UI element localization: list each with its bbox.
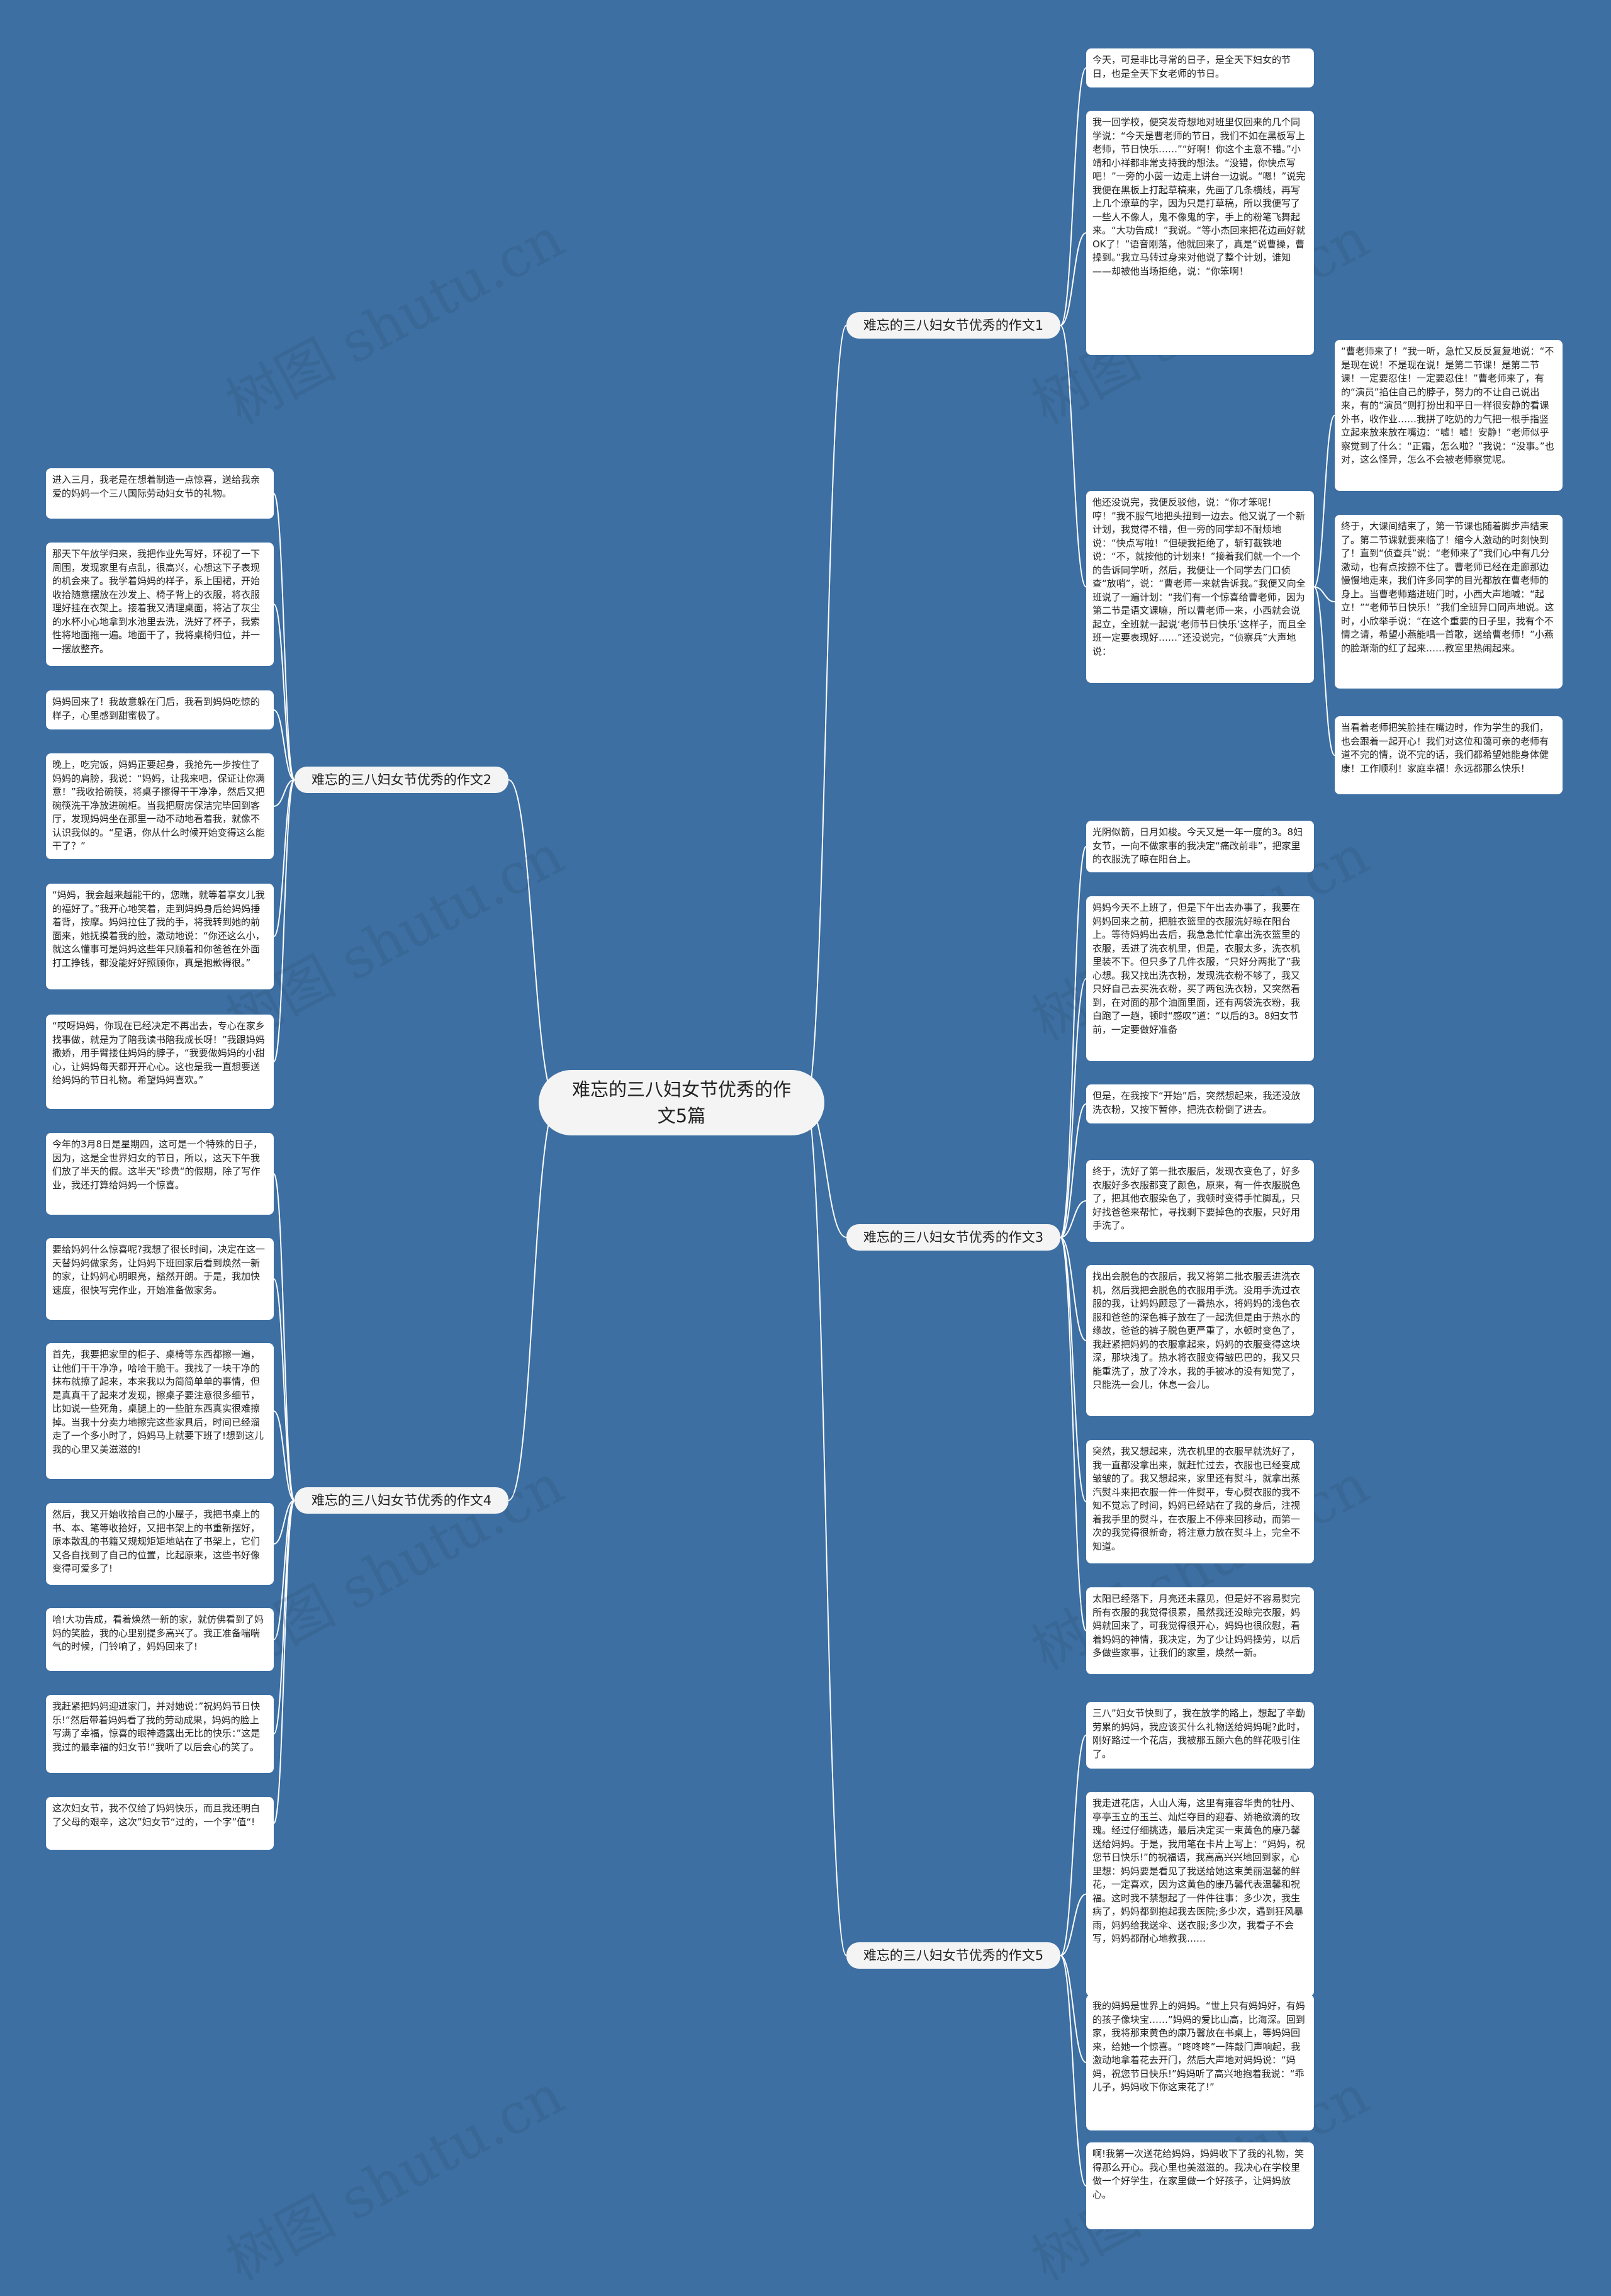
note: 今年的3月8日是星期四，这可是一个特殊的日子，因为，这是全世界妇女的节日，所以，… [46,1133,274,1215]
note: 我走进花店，人山人海，这里有雍容华贵的牡丹、亭亭玉立的玉兰、灿烂夺目的迎春、娇艳… [1086,1792,1314,1996]
note: 哈!大功告成，看着焕然一新的家，就仿佛看到了妈妈的笑脸，我的心里别提多高兴了。我… [46,1608,274,1671]
note: 然后，我又开始收拾自己的小屋子，我把书桌上的书、本、笔等收拾好，又把书架上的书重… [46,1503,274,1585]
connector-line [273,1500,295,1640]
connector-line [1060,1237,1087,1502]
note: 终于，洗好了第一批衣服后，发现衣变色了，好多衣服好多衣服都变了颜色，原来，有一件… [1086,1160,1314,1242]
connector-line [273,709,295,780]
connector-line [1060,232,1087,326]
branch-essay-1[interactable]: 难忘的三八妇女节优秀的作文1 [846,312,1060,339]
connector-line [273,1500,295,1735]
note: 那天下午放学归来，我把作业先写好，环视了一下周围，发现家里有点乱，很高兴，心想这… [46,543,274,666]
branch-essay-5[interactable]: 难忘的三八妇女节优秀的作文5 [846,1942,1060,1969]
note: 我的妈妈是世界上的妈妈。“世上只有妈妈好，有妈的孩子像块宝……”妈妈的爱比山高，… [1086,1995,1314,2130]
connector-line [805,1102,847,1956]
note: 妈妈今天不上班了，但是下午出去办事了，我要在妈妈回来之前，把脏衣篮里的衣服洗好晾… [1086,896,1314,1061]
note: 啊!我第一次送花给妈妈，妈妈收下了我的礼物，笑得那么开心。我心里也美滋滋的。我决… [1086,2142,1314,2229]
connector-line [508,779,558,1103]
connector-line [1060,1103,1087,1238]
connector-line [1060,846,1087,1238]
connector-line [273,1500,295,1545]
connector-line [1060,325,1087,588]
branch-essay-4[interactable]: 难忘的三八妇女节优秀的作文4 [295,1487,508,1514]
note: 这次妇女节，我不仅给了妈妈快乐，而且我还明白了父母的艰辛，这次”妇女节“过的，一… [46,1797,274,1850]
connector-line [1060,1237,1087,1631]
note: 但是，在我按下“开始”后，突然想起来，我还没放洗衣粉，又按下暂停，把洗衣粉倒了进… [1086,1084,1314,1123]
note: 首先，我要把家里的柜子、桌椅等东西都擦一遍，让他们干干净净，哈哈干脆干。我找了一… [46,1343,274,1479]
connector-line [1060,1893,1087,1956]
branch-essay-3[interactable]: 难忘的三八妇女节优秀的作文3 [846,1224,1060,1251]
connector-line [1313,586,1335,756]
note: “哎呀妈妈，你现在已经决定不再出去，专心在家乡找事做，就是为了陪我读书陪我成长呀… [46,1015,274,1109]
note: 找出会脱色的衣服后，我又将第二批衣服丢进洗衣机，然后我把会脱色的衣服用手洗。没用… [1086,1265,1314,1416]
note: 我一回学校，便突发奇想地对班里仅回来的几个同学说：“今天是曹老师的节日，我们不如… [1086,111,1314,355]
branch-essay-2[interactable]: 难忘的三八妇女节优秀的作文2 [295,767,508,793]
note: “曹老师来了！”我一听，急忙又反反复复地说：“不是现在说！不是现在说！是第二节课… [1335,340,1563,491]
note: 他还没说完，我便反驳他，说：“你才笨呢！哼！”我不服气地把头扭到一边去。他又说了… [1086,491,1314,683]
note: “妈妈，我会越来越能干的，您瞧，就等着享女儿我的福好了。”我开心地笑着，走到妈妈… [46,884,274,989]
connector-line [1060,1955,1087,2063]
connector-line [508,1102,558,1501]
note: 光阴似箭，日月如梭。今天又是一年一度的3。8妇女节，一向不做家事的我决定“痛改前… [1086,821,1314,872]
connector-line [273,779,295,807]
connector-line [1060,1955,1087,2186]
connector-line [1313,415,1335,588]
connector-line [273,1500,295,1824]
note: 进入三月，我老是在想着制造一点惊喜，送给我亲爱的妈妈一个三八国际劳动妇女节的礼物… [46,468,274,519]
connector-line [1060,1237,1087,1341]
connector-line [1060,1200,1087,1238]
connector-line [805,325,847,1103]
connector-line [273,1173,295,1501]
connector-line [1060,978,1087,1238]
connector-line [273,1278,295,1501]
connector-line [273,779,295,937]
connector-line [273,1410,295,1501]
note: 三八”妇女节快到了，我在放学的路上，想起了辛勤劳累的妈妈，我应该买什么礼物送给妈… [1086,1702,1314,1769]
connector-line [1060,1735,1087,1956]
note: 当看着老师把笑脸挂在嘴边时，作为学生的我们，也会跟着一起开心！我们对这位和蔼可亲… [1335,716,1563,794]
root-node[interactable]: 难忘的三八妇女节优秀的作文5篇 [539,1070,824,1135]
connector-line [273,493,295,780]
connector-line [1060,67,1087,326]
note: 终于，大课间结束了，第一节课也随着脚步声结束了。第二节课就要来临了！缩今人激动的… [1335,515,1563,689]
note: 晚上，吃完饭，妈妈正要起身，我抢先一步按住了妈妈的肩膀，我说：“妈妈，让我来吧，… [46,753,274,859]
connector-line [273,779,295,1062]
note: 我赶紧把妈妈迎进家门，并对她说：”祝妈妈节日快乐!“然后带着妈妈看了我的劳动成果… [46,1695,274,1773]
note: 妈妈回来了！我故意躲在门后，我看到妈妈吃惊的样子，心里感到甜蜜极了。 [46,690,274,729]
connector-line [273,604,295,780]
note: 突然，我又想起来，洗衣机里的衣服早就洗好了，我一直都没拿出来，就赶忙过去，衣服也… [1086,1440,1314,1563]
note: 今天，可是非比寻常的日子，是全天下妇女的节日，也是全天下女老师的节日。 [1086,48,1314,87]
connector-line [1313,586,1335,602]
note: 要给妈妈什么惊喜呢?我想了很长时间，决定在这一天替妈妈做家务，让妈妈下班回家后看… [46,1238,274,1320]
note: 太阳已经落下，月亮还未露见，但是好不容易熨完所有衣服的我觉得很累，虽然我还没晾完… [1086,1587,1314,1674]
